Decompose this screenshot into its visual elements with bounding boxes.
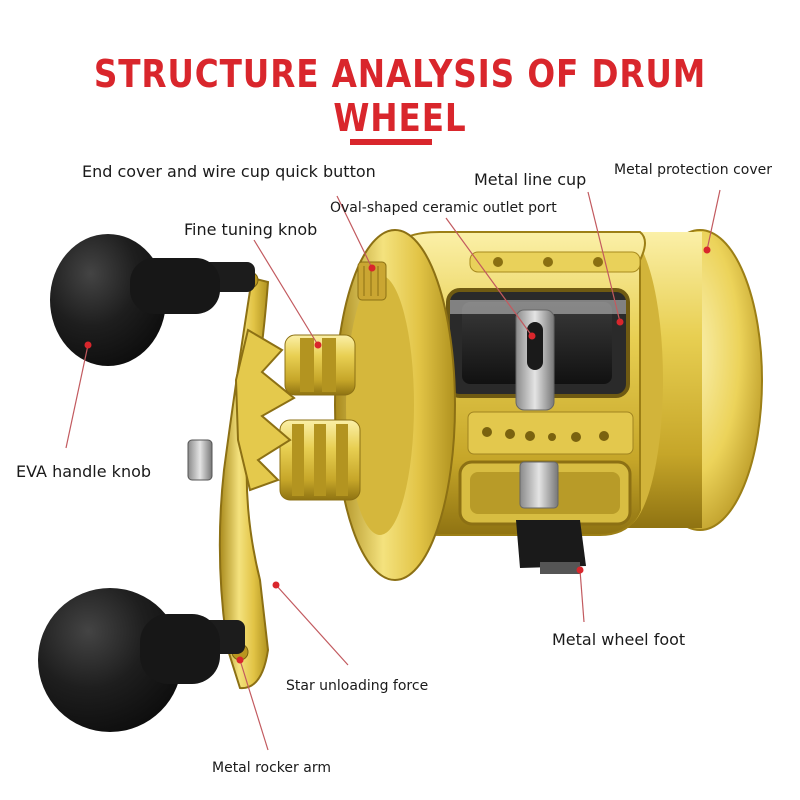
label-ceramic-outlet: Oval-shaped ceramic outlet port <box>330 200 557 216</box>
crank-arm <box>187 271 296 690</box>
title-underline <box>350 139 432 145</box>
page-title: STRUCTURE ANALYSIS OF DRUM WHEEL <box>93 52 707 140</box>
label-metal-rocker: Metal rocker arm <box>212 760 331 776</box>
label-eva-knob: EVA handle knob <box>16 462 152 481</box>
reel-frame <box>394 231 646 536</box>
label-metal-protection-cover: Metal protection cover <box>614 162 772 178</box>
label-end-cover: End cover and wire cup quick button <box>82 162 376 181</box>
eva-knob-top <box>50 234 255 366</box>
callout-lines <box>65 189 721 751</box>
left-side-plate <box>334 229 456 581</box>
label-fine-tuning: Fine tuning knob <box>184 220 318 239</box>
drag-stack <box>279 334 361 501</box>
label-metal-line-cup: Metal line cup <box>474 170 587 189</box>
label-metal-wheel-foot: Metal wheel foot <box>552 630 686 649</box>
label-star-unloading: Star unloading force <box>286 678 429 694</box>
reel-foot <box>516 520 586 574</box>
callout-dots <box>84 246 711 664</box>
eva-knob-bottom <box>38 588 245 732</box>
